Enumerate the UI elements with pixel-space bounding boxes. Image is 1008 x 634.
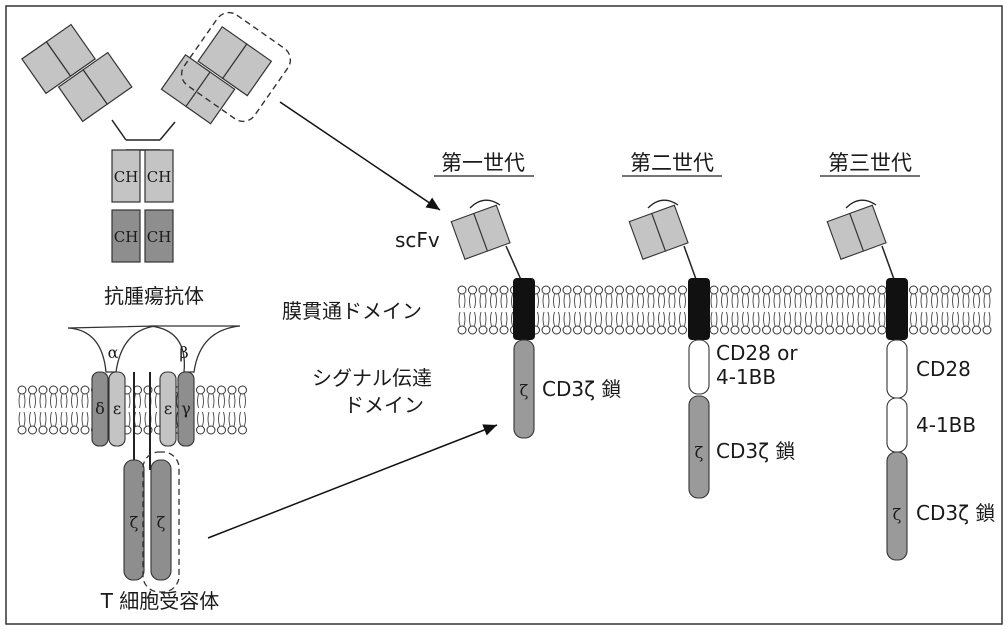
zeta-origin-arrow: [208, 425, 497, 538]
zeta-label: ζ: [893, 505, 902, 524]
alpha-label: α: [108, 343, 119, 362]
ch-label: CH: [147, 228, 172, 246]
ch-label: CH: [114, 228, 139, 246]
signal-domain-label-line2: ドメイン: [344, 393, 424, 417]
zeta-label: ζ: [130, 513, 139, 532]
antibody-structure: CH CH CH CH 抗腫瘍抗体: [22, 7, 296, 308]
t-cell-receptor: α β δ ε ε γ ζ ζ T 細胞受容体: [68, 326, 240, 613]
cd3zeta-label: CD3ζ 鎖: [916, 501, 995, 525]
epsilon-label: ε: [113, 399, 121, 418]
delta-label: δ: [95, 399, 105, 418]
zeta-label: ζ: [695, 443, 704, 462]
costim-label-line2: 4-1BB: [716, 365, 776, 389]
scfv-origin-arrow: [280, 102, 440, 210]
generation-title: 第三世代: [828, 151, 912, 175]
generation-title: 第一世代: [441, 151, 525, 175]
scfv-label: scFv: [395, 228, 440, 252]
transmembrane-domain: [688, 278, 710, 340]
ch-label: CH: [147, 168, 172, 186]
beta-label: β: [179, 343, 188, 362]
signal-domain-label-line1: シグナル伝達: [312, 366, 432, 390]
gamma-label: γ: [181, 399, 191, 418]
cd28-label: CD28: [916, 357, 971, 381]
transmembrane-label: 膜貫通ドメイン: [282, 299, 422, 323]
cd28-domain: [887, 340, 907, 398]
tcr-membrane: [18, 386, 247, 434]
4-1bb-label: 4-1BB: [916, 413, 976, 437]
cd3zeta-label: CD3ζ 鎖: [716, 439, 795, 463]
antibody-label: 抗腫瘍抗体: [104, 284, 204, 308]
tcr-label: T 細胞受容体: [100, 589, 220, 613]
costimulatory-domain: [689, 340, 709, 394]
epsilon-label: ε: [164, 399, 172, 418]
zeta-label: ζ: [157, 513, 166, 532]
generation-title: 第二世代: [630, 151, 714, 175]
transmembrane-domain: [886, 278, 908, 340]
costim-label-line1: CD28 or: [716, 341, 798, 365]
car-membrane: [458, 286, 991, 334]
transmembrane-domain: [513, 278, 535, 340]
beta-chain-extracellular: [150, 326, 240, 372]
zeta-label: ζ: [520, 381, 529, 400]
4-1bb-domain: [887, 398, 907, 452]
car-third-generation: 第三世代 ζ CD28 4-1BB CD3ζ 鎖: [820, 151, 995, 560]
car-first-generation: 第一世代 ζ CD3ζ 鎖: [434, 151, 621, 438]
ch-label: CH: [114, 168, 139, 186]
cd3zeta-label: CD3ζ 鎖: [542, 377, 621, 401]
